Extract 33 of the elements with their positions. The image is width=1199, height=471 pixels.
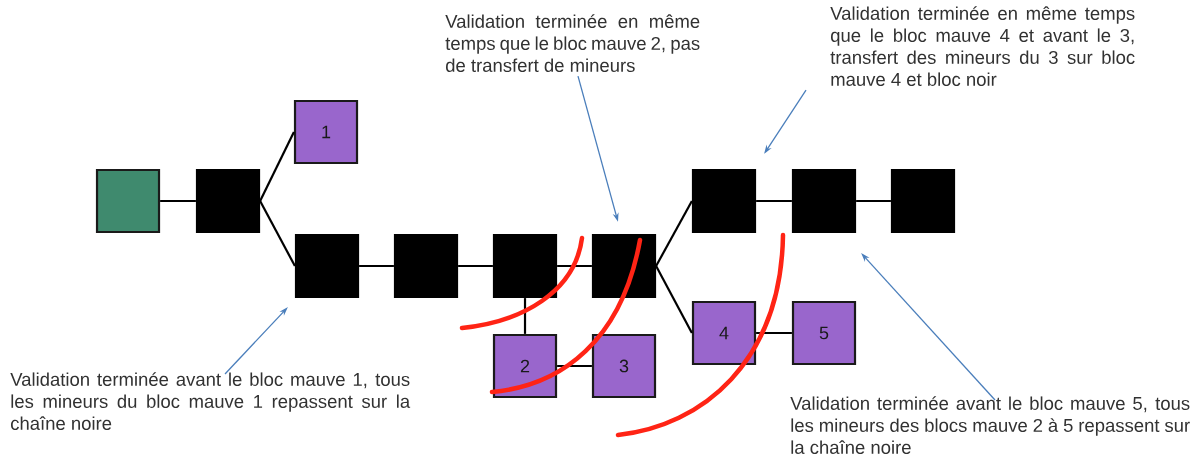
connector-line [856, 199, 891, 203]
numbered-block: 4 [691, 300, 757, 366]
block-square [791, 168, 857, 234]
block-square [591, 233, 657, 299]
block-square [890, 168, 956, 234]
block-square [691, 168, 757, 234]
connector-line [458, 264, 493, 268]
numbered-block: 5 [791, 300, 857, 366]
connector-line [756, 331, 792, 335]
connector-line [557, 264, 592, 268]
annotation-text: Validation terminée avant le bloc mauve 1, tous les mineurs du bloc mauve 1 repassent sur la chaîne noire [10, 372, 411, 430]
connector-line [359, 264, 394, 268]
block-square [492, 233, 558, 299]
block-square [95, 168, 161, 234]
annotation-text: Validation terminée en même temps que le bloc mauve 2, pas de transfert de mineurs [445, 14, 700, 72]
connector-line [557, 364, 592, 368]
block-square [294, 233, 360, 299]
leader-arrow [224, 307, 288, 375]
connector-line [160, 199, 196, 203]
connector-line [756, 199, 792, 203]
numbered-block: 1 [293, 99, 359, 165]
connector-line [259, 131, 295, 202]
connector-line [655, 265, 693, 334]
numbered-block: 2 [492, 333, 558, 399]
connector-line [523, 298, 527, 334]
numbered-block: 3 [591, 333, 657, 399]
annotation-text: Validation terminée avant le bloc mauve 5, tous les mineurs des blocs mauve 2 à 5 repassent sur la chaîne noire [790, 396, 1190, 454]
connector-line [655, 200, 693, 267]
block-square [393, 233, 459, 299]
block-square [195, 168, 261, 234]
connector-line [259, 200, 296, 267]
annotation-text: Validation terminée en même temps que le bloc mauve 4 et avant le 3, transfert des mineurs du 3 sur bloc mauve 4 et bloc noir [830, 6, 1135, 86]
leader-arrow [861, 253, 996, 401]
